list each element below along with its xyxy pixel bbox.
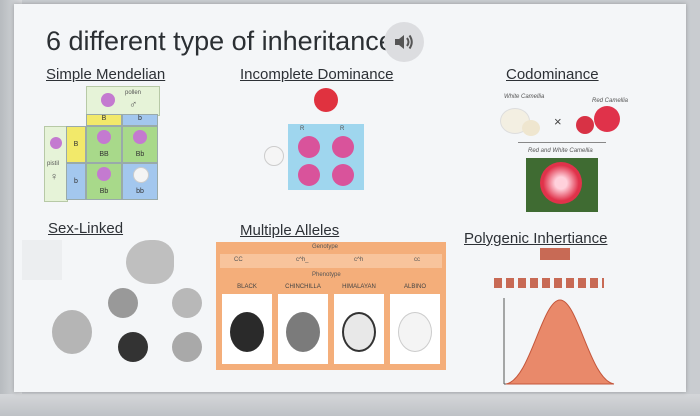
section-header-sex-linked: Sex-Linked [48, 220, 124, 237]
variegated-camellia-icon [540, 162, 582, 204]
side-allele-2: b [66, 163, 86, 200]
top-allele-2: R [340, 126, 345, 132]
pollen-label: pollen [125, 90, 142, 96]
offspring-row-icon [494, 278, 604, 288]
red-camellia-icon [594, 106, 620, 132]
cross-line [518, 142, 606, 153]
white-flower-icon [264, 146, 284, 166]
genotype-chinchilla: c^h_ [296, 257, 309, 263]
red-camellia-label: Red Camellia [592, 98, 629, 104]
red-flower-icon [314, 88, 338, 112]
phenotype-label: Phenotype [312, 272, 341, 278]
rabbit-icon [230, 312, 264, 352]
phenotype-black: BLACK [237, 284, 257, 290]
white-camellia-label: White Camellia [504, 94, 545, 100]
offspring-label: Red and White Camellia [528, 148, 593, 154]
phenotype-albino: ALBINO [403, 284, 426, 290]
presentation-slide: 6 different type of inheritance Simple M… [14, 4, 686, 392]
slide-title: 6 different type of inheritance [46, 26, 394, 56]
incomplete-grid: R R [288, 124, 364, 190]
genotype-cc-dominant: CC [234, 257, 243, 263]
rabbit-photo-himalayan [334, 294, 384, 364]
genotype-albino: cc [414, 257, 420, 263]
offspring-photo [526, 158, 598, 212]
audio-button[interactable] [384, 22, 424, 62]
speaker-icon [395, 34, 413, 50]
top-allele-2: b [122, 114, 158, 126]
multiple-alleles-diagram: Genotype CC c^h_ c^h cc Phenotype BLACK … [216, 242, 446, 370]
genotype-himalayan: c^h [354, 257, 364, 263]
monitor-bezel-bottom [0, 394, 700, 416]
offspring-flower-icon [133, 130, 147, 144]
phenotype-chinchilla: CHINCHILLA [285, 284, 321, 290]
offspring-flower-icon [97, 130, 111, 144]
punnett-cell-2: Bb [122, 126, 158, 163]
top-allele-1: R [300, 126, 305, 132]
pistil-label: pistil [47, 161, 60, 167]
side-allele-1: B [66, 126, 86, 163]
pink-flower-icon [332, 136, 354, 158]
polygenic-diagram [490, 248, 620, 388]
pistil-flower-icon [50, 137, 62, 149]
head-silhouette-icon [52, 310, 92, 354]
pink-flower-icon [298, 136, 320, 158]
sex-linked-diagram [22, 240, 212, 370]
section-header-incomplete-dominance: Incomplete Dominance [240, 66, 394, 83]
head-silhouette-icon [118, 332, 148, 362]
rabbit-photo-chinchilla [278, 294, 328, 364]
head-silhouette-icon [108, 288, 138, 318]
rabbit-icon [342, 312, 376, 352]
male-symbol: ♂ [129, 99, 138, 111]
head-silhouette-icon [172, 288, 202, 318]
punnett-cell-1: BB [86, 126, 122, 163]
incomplete-dominance-diagram: R R [264, 88, 374, 198]
phenotype-himalayan: HIMALAYAN [342, 284, 376, 290]
pink-flower-icon [298, 164, 320, 186]
rabbit-icon [398, 312, 432, 352]
pollen-header: pollen ♂ [86, 86, 160, 116]
pollen-flower-icon [101, 93, 115, 107]
section-header-polygenic: Polygenic Inhertiance [464, 230, 608, 247]
rabbit-photo-black [222, 294, 272, 364]
parent-cross-icon [540, 248, 570, 260]
section-header-simple-mendelian: Simple Mendelian [46, 66, 166, 83]
punnett-square-diagram: pollen ♂ B b pistil ♀ B b BB Bb Bb bb [44, 86, 174, 206]
white-flower-icon [133, 167, 149, 183]
rabbit-icon [286, 312, 320, 352]
genotype-label: Genotype [312, 244, 339, 250]
cross-symbol: × [554, 114, 562, 129]
pistil-header: pistil ♀ [44, 126, 68, 202]
genotype-row: CC c^h_ c^h cc [220, 254, 442, 268]
female-symbol: ♀ [50, 171, 59, 183]
head-silhouette-icon [126, 240, 174, 284]
white-camellia-bud-icon [522, 120, 540, 136]
pink-flower-icon [332, 164, 354, 186]
top-allele-1: B [86, 114, 122, 126]
offspring-flower-icon [97, 167, 111, 181]
codominance-diagram: White Camellia Red Camellia × Red and Wh… [492, 88, 642, 218]
pedigree-legend [22, 240, 62, 280]
red-camellia-bud-icon [576, 116, 594, 134]
head-silhouette-icon [172, 332, 202, 362]
section-header-codominance: Codominance [506, 66, 599, 83]
section-header-multiple-alleles: Multiple Alleles [240, 222, 340, 239]
bell-curve-chart [503, 298, 615, 385]
rabbit-photo-albino [390, 294, 440, 364]
